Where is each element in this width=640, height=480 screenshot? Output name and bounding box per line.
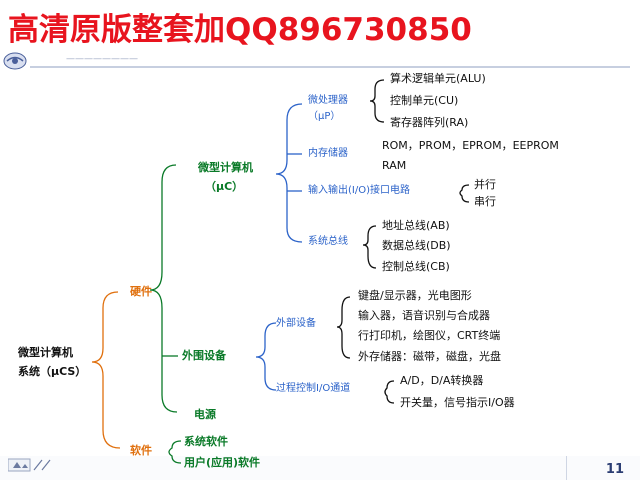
hardware-label: 硬件 xyxy=(130,285,152,298)
bus-item: 控制总线(CB) xyxy=(382,260,450,273)
external-item: 键盘/显示器，光电图形 xyxy=(358,289,472,302)
software-label: 软件 xyxy=(130,444,152,457)
external-item: 输入器，语音识别与合成器 xyxy=(358,309,490,322)
process-item: A/D，D/A转换器 xyxy=(400,374,484,387)
external-item: 行打印机，绘图仪，CRT终端 xyxy=(358,329,501,342)
bus-item: 数据总线(DB) xyxy=(382,239,451,252)
header-subtitle: ———————— xyxy=(66,54,138,64)
memory-label: 内存储器 xyxy=(308,148,348,159)
page-number: 11 xyxy=(605,462,624,477)
process-item: 开关量，信号指示I/O器 xyxy=(400,396,515,409)
microprocessor-item: 寄存器阵列(RA) xyxy=(390,116,469,129)
bus-label: 系统总线 xyxy=(308,236,348,247)
slide-nav-icon[interactable] xyxy=(8,458,58,472)
external-item: 外存储器：磁带，磁盘，光盘 xyxy=(358,350,501,363)
banner-text: 高清原版整套加QQ896730850 xyxy=(8,12,472,48)
header-divider xyxy=(30,66,630,68)
peripherals-label: 外围设备 xyxy=(182,349,226,362)
memory-line1: ROM，PROM，EPROM，EEPROM xyxy=(382,139,559,152)
external-label: 外部设备 xyxy=(276,318,316,329)
microprocessor-line2: （μP） xyxy=(308,111,341,122)
software-item: 用户(应用)软件 xyxy=(184,456,261,469)
software-item: 系统软件 xyxy=(184,435,228,448)
root-line1: 微型计算机 xyxy=(18,346,73,359)
microcomputer-line2: （μC） xyxy=(205,180,244,193)
process-label: 过程控制I/O通道 xyxy=(276,383,351,394)
root-line2: 系统（μCS） xyxy=(18,365,87,378)
microcomputer-line1: 微型计算机 xyxy=(198,161,253,174)
io-item: 串行 xyxy=(474,195,496,208)
watermark-banner: 高清原版整套加QQ896730850 xyxy=(0,0,640,48)
university-logo-icon xyxy=(3,52,27,70)
footer-divider xyxy=(566,456,567,480)
microprocessor-item: 控制单元(CU) xyxy=(390,94,459,107)
io-item: 并行 xyxy=(474,178,496,191)
microprocessor-line1: 微处理器 xyxy=(308,95,348,106)
microprocessor-item: 算术逻辑单元(ALU) xyxy=(390,72,486,85)
io-label: 输入输出(I/O)接口电路 xyxy=(308,185,410,196)
power-label: 电源 xyxy=(194,408,216,421)
bus-item: 地址总线(AB) xyxy=(382,219,450,232)
memory-line2: RAM xyxy=(382,159,407,172)
